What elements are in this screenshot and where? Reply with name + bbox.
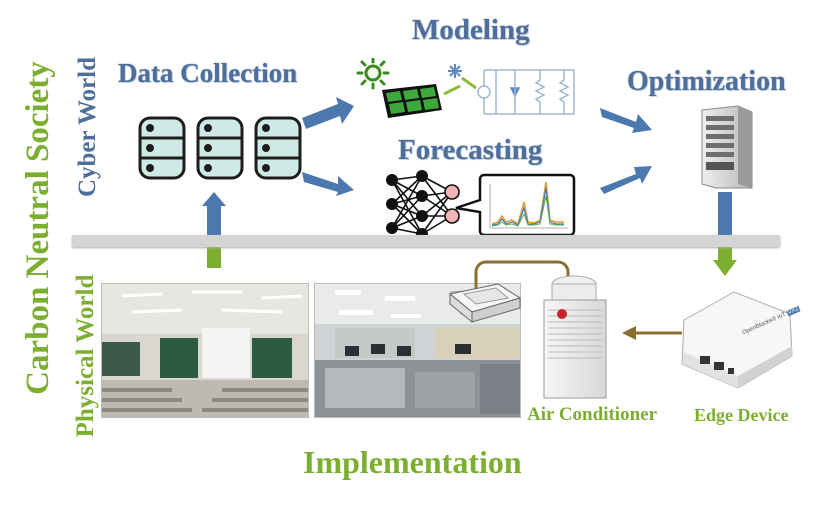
carbon-neutral-society-label: Carbon Neutral Society [20,61,56,395]
outdoor-air-conditioner-icon [540,274,612,400]
classroom-photo [101,283,309,418]
server-icon [700,104,754,190]
physical-world-label: Physical World [72,274,99,438]
implementation-title: Implementation [303,444,522,480]
edge-device-icon [676,290,794,392]
forecasting-title: Forecasting [398,134,543,166]
database-icons [136,116,308,182]
data-collection-title: Data Collection [118,58,298,88]
cyber-world-label: Cyber World [74,56,101,198]
arrow-to-modeling [302,97,354,129]
solar-panel-icon [356,58,466,128]
ceiling-ac-unit-icon [448,282,522,326]
database-icon [254,116,302,180]
optimization-title: Optimization [627,66,786,97]
cyber-physical-divider [72,235,780,247]
arrow-edge-to-ac [622,326,682,340]
arrow-forecasting-to-optimization [600,166,652,194]
air-conditioner-label: Air Conditioner [527,404,658,425]
database-icon [138,116,186,180]
modeling-title: Modeling [412,14,530,46]
refrigerant-pipe-connector [474,260,570,296]
database-icon [196,116,244,180]
circuit-model-diagram [440,62,580,122]
arrow-to-forecasting [302,172,354,196]
neural-network-icon [380,168,470,240]
forecast-chart-bubble [452,172,576,238]
edge-device-label: Edge Device [694,405,789,425]
arrow-modeling-to-optimization [600,108,652,133]
arrow-up-data-collection [202,192,226,268]
